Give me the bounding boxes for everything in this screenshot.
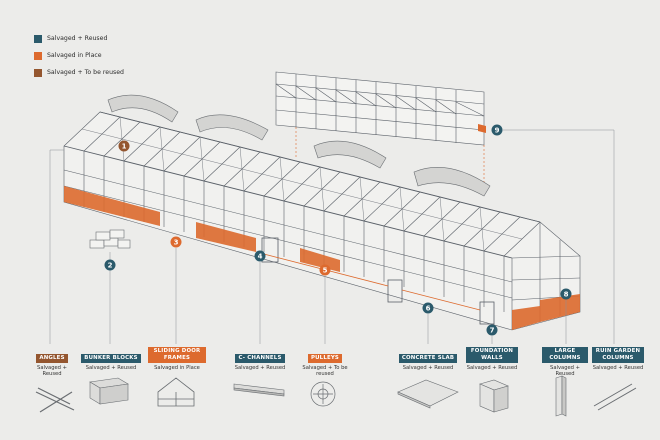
svg-text:3: 3: [174, 239, 179, 247]
badge-2: 2: [104, 259, 116, 271]
salvaged-in-place-highlight: [64, 186, 580, 330]
badge-3: 3: [170, 236, 182, 248]
component-category: Salvaged + Reused: [402, 365, 454, 371]
component-pulleys: PULLEYS Salvaged + To be reused: [298, 344, 352, 378]
legend-item-salvaged-to-be-reused: Salvaged + To be reused: [34, 65, 164, 80]
legend-item-salvaged-in-place: Salvaged in Place: [34, 48, 164, 63]
legend-item-salvaged-reused: Salvaged + Reused: [34, 31, 164, 46]
component-concrete-slab: CONCRETE SLAB Salvaged + Reused: [396, 344, 460, 371]
badge-9: 9: [491, 124, 503, 136]
component-angles: ANGLES Salvaged + Reused: [28, 344, 76, 378]
svg-text:7: 7: [490, 327, 495, 335]
svg-text:5: 5: [323, 267, 328, 275]
component-large-columns: LARGE COLUMNS Salvaged + Reused: [540, 344, 590, 378]
svg-text:4: 4: [258, 253, 263, 261]
component-foundation-walls: FOUNDATION WALLS Salvaged + Reused: [466, 344, 518, 371]
component-title: C- CHANNELS: [235, 354, 285, 363]
badge-7: 7: [486, 324, 498, 336]
foundation-walls-thumbnail: [479, 379, 509, 413]
component-bunker-blocks: BUNKER BLOCKS Salvaged + Reused: [80, 344, 142, 371]
component-title: SLIDING DOOR FRAMES: [148, 347, 206, 363]
component-title: RUIN GARDEN COLUMNS: [592, 347, 644, 363]
component-category: Salvaged + Reused: [592, 365, 644, 371]
component-category: Salvaged + Reused: [466, 365, 518, 371]
svg-text:9: 9: [495, 127, 500, 135]
component-ruin-garden-columns: RUIN GARDEN COLUMNS Salvaged + Reused: [592, 344, 644, 371]
c-channels-thumbnail: [233, 383, 285, 397]
svg-text:8: 8: [564, 291, 569, 299]
component-title: BUNKER BLOCKS: [81, 354, 141, 363]
component-category: Salvaged + Reused: [234, 365, 286, 371]
component-category: Salvaged in Place: [154, 365, 200, 371]
svg-text:2: 2: [108, 262, 113, 270]
large-columns-thumbnail: [555, 375, 567, 417]
concrete-slab-thumbnail: [397, 379, 459, 409]
angles-thumbnail: [35, 387, 75, 413]
component-c-channels: C- CHANNELS Salvaged + Reused: [230, 344, 290, 371]
component-title: FOUNDATION WALLS: [466, 347, 518, 363]
component-category: Salvaged + Reused: [37, 365, 67, 378]
badge-4: 4: [254, 250, 266, 262]
badge-6: 6: [422, 302, 434, 314]
component-category: Salvaged + Reused: [85, 365, 137, 371]
component-title: CONCRETE SLAB: [398, 354, 458, 363]
component-title: LARGE COLUMNS: [542, 347, 588, 363]
legend: Salvaged + Reused Salvaged in Place Salv…: [34, 31, 164, 82]
roof-skylights: [107, 94, 491, 197]
badge-8: 8: [560, 288, 572, 300]
svg-text:6: 6: [426, 305, 431, 313]
legend-label: Salvaged + To be reused: [47, 69, 124, 76]
component-category: Salvaged + To be reused: [302, 365, 348, 378]
component-category: Salvaged + Reused: [550, 365, 580, 378]
ruin-garden-columns-thumbnail: [593, 383, 637, 411]
building-frame: [63, 111, 581, 331]
pulleys-thumbnail: [310, 381, 336, 407]
badge-1: 1: [118, 140, 130, 152]
legend-swatch: [34, 68, 42, 77]
legend-swatch: [34, 34, 42, 43]
badge-5: 5: [319, 264, 331, 276]
component-sliding-door-frames: SLIDING DOOR FRAMES Salvaged in Place: [148, 344, 206, 371]
bunker-blocks-sketch: [89, 229, 131, 249]
legend-label: Salvaged + Reused: [47, 35, 108, 42]
component-title: ANGLES: [36, 354, 68, 363]
svg-text:1: 1: [122, 143, 127, 151]
inset-truss-elevation: [275, 71, 486, 146]
bunker-blocks-thumbnail: [89, 377, 129, 405]
sliding-door-frames-thumbnail: [157, 377, 195, 407]
legend-swatch: [34, 51, 42, 60]
legend-label: Salvaged in Place: [47, 52, 102, 59]
foundation-outline: [401, 289, 481, 311]
component-title: PULLEYS: [307, 354, 343, 363]
